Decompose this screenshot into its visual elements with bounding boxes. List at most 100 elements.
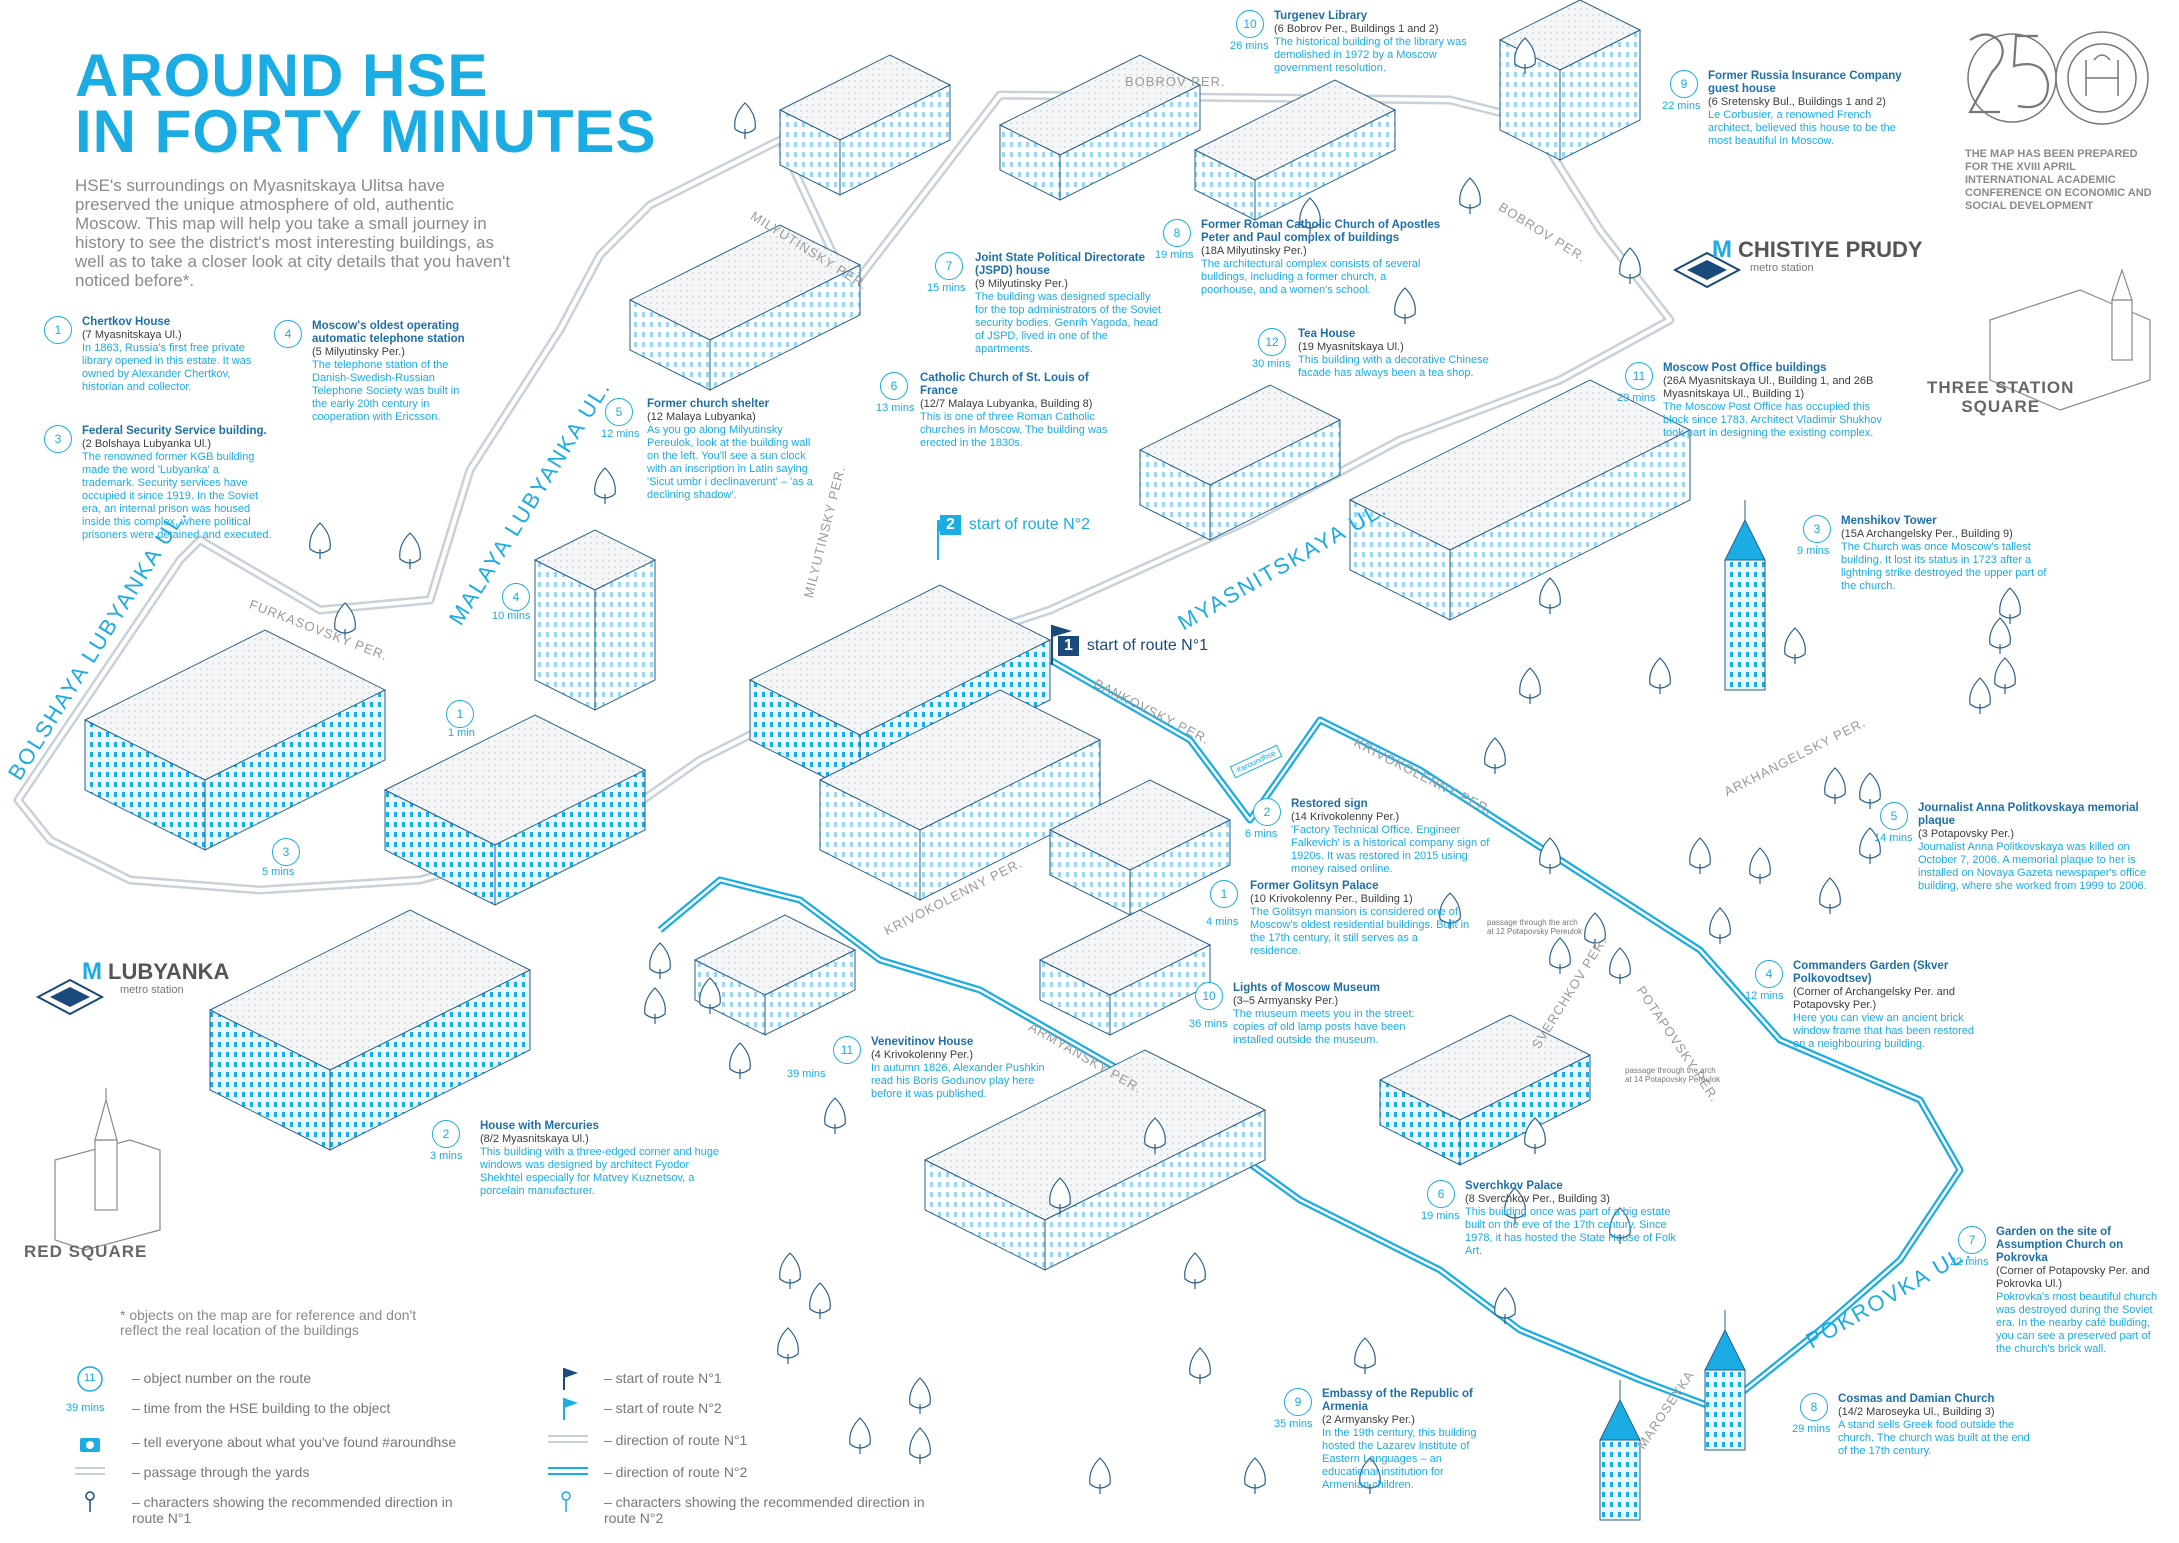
cosmas-damian-church	[1599, 1380, 1641, 1521]
route1-object-3[interactable]: 3 Federal Security Service building. (2 …	[44, 425, 274, 542]
route1-object-6[interactable]: 6 13 mins Catholic Church of St. Louis o…	[876, 372, 1110, 450]
route2-object-8[interactable]: 8 29 mins Cosmas and Damian Church (14/2…	[1792, 1393, 2040, 1458]
object-mins: 12 mins	[1745, 990, 1784, 1002]
tree	[1524, 1117, 1546, 1154]
object-address: (7 Myasnitskaya Ul.)	[82, 329, 182, 341]
object-address: (12/7 Malaya Lubyanka, Building 8)	[920, 398, 1093, 410]
tree	[1184, 1252, 1206, 1289]
object-title: Sverchkov Palace	[1465, 1180, 1563, 1192]
object-description: A stand sells Greek food outside the chu…	[1838, 1419, 2030, 1457]
route1-object-9[interactable]: 9 22 mins Former Russia Insurance Compan…	[1662, 70, 1915, 148]
route1-object-1[interactable]: 1 Chertkov House (7 Myasnitskaya Ul.) In…	[44, 316, 274, 394]
object-description: Journalist Anna Politkovskaya was killed…	[1918, 841, 2147, 892]
object-address: (8 Sverchkov Per., Building 3)	[1465, 1193, 1610, 1205]
route2-object-7[interactable]: 7 22 mins Garden on the site of Assumpti…	[1950, 1226, 2168, 1356]
legend-start-route2: – start of route N°2	[604, 1400, 722, 1416]
object-number-badge: 4	[274, 320, 302, 348]
object-title: Restored sign	[1291, 798, 1368, 810]
object-title: Catholic Church of St. Louis of France	[920, 372, 1089, 397]
object-mins: 19 mins	[1155, 249, 1194, 261]
tree	[1819, 877, 1841, 914]
tree	[1784, 627, 1806, 664]
legend-camera: – tell everyone about what you've found …	[132, 1434, 457, 1450]
hse-seal-logo	[2055, 31, 2149, 125]
object-description: Pokrovka's most beautiful church was des…	[1996, 1291, 2158, 1355]
route1-marker-4: 4	[502, 583, 530, 611]
route1-marker-3: 3	[272, 838, 300, 866]
tree	[649, 942, 671, 979]
tree	[1189, 1347, 1211, 1384]
object-title: Federal Security Service building.	[82, 425, 267, 437]
tree	[1494, 1287, 1516, 1324]
three-station-building-icon	[1989, 268, 2151, 411]
tree	[1504, 1187, 1526, 1224]
object-title: Former Roman Catholic Church of Apostles…	[1201, 219, 1441, 244]
object-address: (6 Sretensky Bul., Buildings 1 and 2)	[1708, 96, 1886, 108]
route2-object-11[interactable]: 11 39 mins Venevitinov House (4 Krivokol…	[787, 1036, 1063, 1101]
tea-house	[1138, 384, 1342, 541]
tree	[909, 1427, 931, 1464]
object-mins: 15 mins	[927, 282, 966, 294]
object-number-badge: 7	[1958, 1226, 1986, 1254]
route2-object-4[interactable]: 4 12 mins Commanders Garden (Skver Polko…	[1745, 960, 1985, 1051]
object-title: Menshikov Tower	[1841, 515, 1937, 527]
place-red-square: RED SQUARE	[24, 1242, 148, 1261]
insurance-house	[1498, 0, 1642, 161]
metro-m-icon: M	[82, 958, 102, 985]
legend-symbols	[75, 1366, 588, 1512]
route1-object-7[interactable]: 7 15 mins Joint State Political Director…	[927, 252, 1165, 356]
object-mins: 22 mins	[1950, 1256, 1989, 1268]
tree	[1824, 767, 1846, 804]
object-address: (10 Krivokolenny Per., Building 1)	[1250, 893, 1413, 905]
route2-object-2[interactable]: 2 6 mins Restored sign (14 Krivokolenny …	[1245, 798, 1493, 876]
place-three-station-square: THREE STATION SQUARE	[1927, 378, 2075, 416]
route1-object-12[interactable]: 12 30 mins Tea House (19 Myasnitskaya Ul…	[1252, 328, 1498, 380]
object-address: (8/2 Myasnitskaya Ul.)	[480, 1133, 589, 1145]
route1-object-1-mins: 1 min	[448, 727, 475, 739]
route2-object-5[interactable]: 5 14 mins Journalist Anna Politkovskaya …	[1874, 802, 2150, 893]
object-mins: 12 mins	[601, 428, 640, 440]
route2-object-10[interactable]: 10 36 mins Lights of Moscow Museum (3–5 …	[1189, 982, 1425, 1047]
object-number-badge: 6	[1427, 1180, 1455, 1208]
tree	[779, 1252, 801, 1289]
object-address: (6 Bobrov Per., Buildings 1 and 2)	[1274, 23, 1439, 35]
tree	[1619, 247, 1641, 284]
object-number-badge: 2	[1253, 798, 1281, 826]
tree	[1609, 947, 1631, 984]
route1-object-10[interactable]: 10 26 mins Turgenev Library (6 Bobrov Pe…	[1230, 10, 1486, 75]
route2-object-6[interactable]: 6 19 mins Sverchkov Palace (8 Sverchkov …	[1421, 1180, 1677, 1258]
route1-object-2[interactable]: 2 3 mins House with Mercuries (8/2 Myasn…	[430, 1120, 732, 1198]
tree	[1519, 667, 1541, 704]
object-mins: 14 mins	[1874, 832, 1913, 844]
buildings-layer	[83, 0, 1766, 1521]
route2-object-3[interactable]: 3 9 mins Menshikov Tower (15A Archangels…	[1797, 515, 2063, 593]
object-number-badge: 8	[1800, 1393, 1828, 1421]
object-title: Journalist Anna Politkovskaya memorial p…	[1918, 802, 2139, 827]
object-description: The telephone station of the Danish-Swed…	[312, 359, 460, 423]
object-description: This is one of three Roman Catholic chur…	[920, 411, 1108, 449]
conference-note: THE MAP HAS BEEN PREPARED FOR THE XVIII …	[1965, 148, 2152, 212]
object-description: The historical building of the library w…	[1274, 36, 1467, 74]
tree	[1689, 837, 1711, 874]
route2-object-1[interactable]: 1 4 mins Former Golitsyn Palace (10 Kriv…	[1206, 880, 1470, 958]
route1-object-5[interactable]: 5 12 mins Former church shelter (12 Mala…	[601, 398, 815, 502]
object-number-badge: 5	[1880, 802, 1908, 830]
object-description: Le Corbusier, a renowned French architec…	[1708, 109, 1896, 147]
object-description: The architectural complex consists of se…	[1201, 258, 1421, 296]
object-address: (14 Krivokolenny Per.)	[1291, 811, 1400, 823]
object-address: (2 Armyansky Per.)	[1322, 1414, 1415, 1426]
legend-mins-sample: 39 mins	[66, 1402, 105, 1414]
object-number-badge: 11	[1625, 362, 1653, 390]
route1-object-8[interactable]: 8 19 mins Former Roman Catholic Church o…	[1155, 219, 1443, 297]
object-title: Joint State Political Directorate (JSPD)…	[975, 252, 1145, 277]
object-description: This building with a decorative Chinese …	[1298, 354, 1489, 379]
route1-marker-1: 1	[446, 700, 474, 728]
route2-object-9[interactable]: 9 35 mins Embassy of the Republic of Arm…	[1274, 1388, 1484, 1492]
map-title: AROUND HSE IN FORTY MINUTES	[75, 42, 657, 165]
route1-object-11[interactable]: 11 29 mins Moscow Post Office buildings …	[1617, 362, 1890, 440]
route1-object-4[interactable]: 4 Moscow's oldest operating automatic te…	[274, 320, 474, 424]
tree	[1649, 657, 1671, 694]
object-address: (18A Milyutinsky Per.)	[1201, 245, 1307, 257]
object-mins: 4 mins	[1206, 916, 1239, 928]
